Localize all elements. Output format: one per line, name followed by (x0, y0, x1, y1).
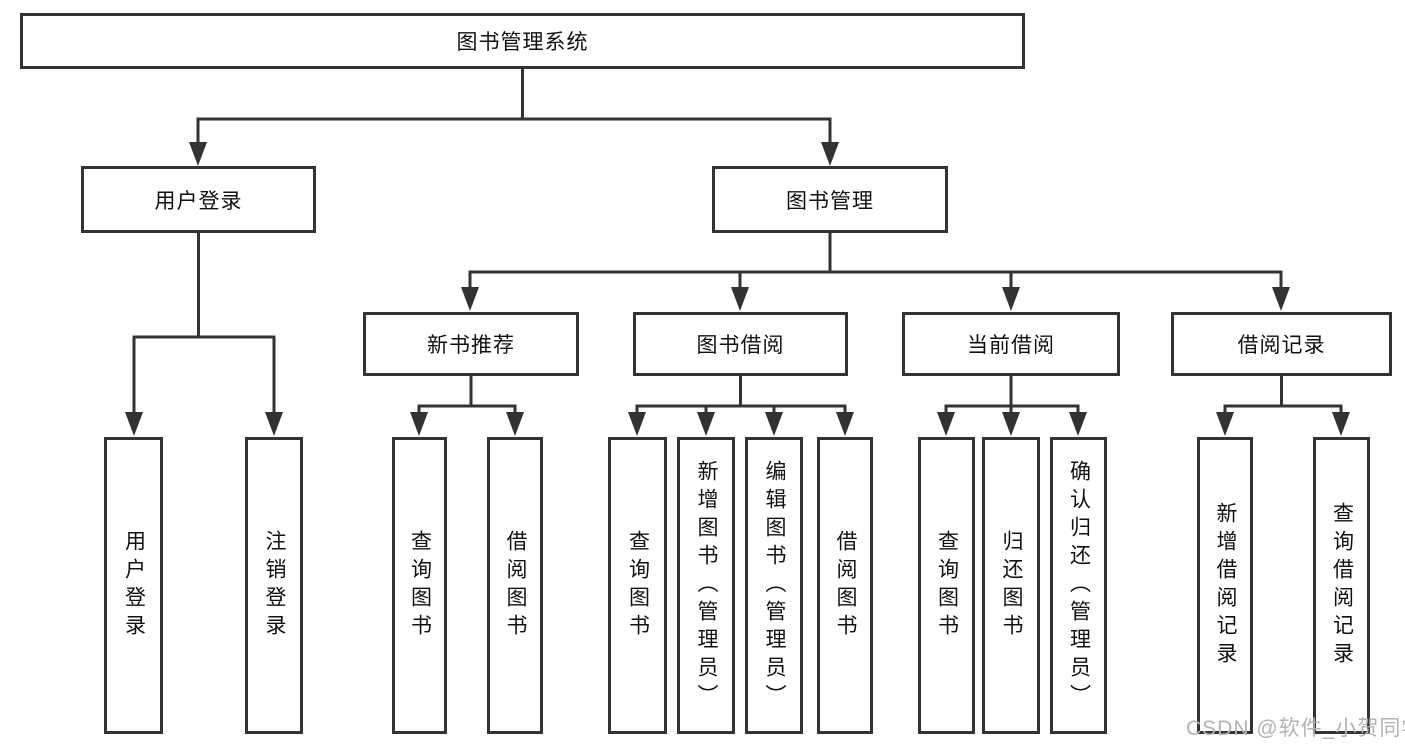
leaf-query-borrow-record: 查询借阅记录 (1313, 437, 1370, 734)
leaf-add-book-admin: 新增图书（管理员） (677, 437, 735, 734)
leaf-return-book: 归还图书 (982, 437, 1040, 734)
leaf-edit-book-admin: 编辑图书（管理员） (745, 437, 803, 734)
leaf-logout: 注销登录 (245, 437, 303, 734)
leaf-borrow-book: 借阅图书 (817, 437, 873, 734)
leaf-borrow-book-recommend: 借阅图书 (487, 437, 543, 734)
leaf-query-book-current: 查询图书 (918, 437, 975, 734)
node-user-login: 用户登录 (81, 166, 316, 233)
leaf-user-login: 用户登录 (104, 437, 163, 734)
node-borrow-records: 借阅记录 (1171, 312, 1392, 376)
arrowheads (125, 142, 1350, 436)
node-new-book-recommend: 新书推荐 (363, 312, 579, 376)
leaf-query-book-borrow: 查询图书 (608, 437, 667, 734)
node-current-borrow: 当前借阅 (902, 312, 1120, 376)
node-book-borrow: 图书借阅 (633, 312, 848, 376)
leaf-query-book-recommend: 查询图书 (392, 437, 447, 734)
node-book-management: 图书管理 (712, 166, 948, 233)
leaf-add-borrow-record: 新增借阅记录 (1197, 437, 1253, 734)
leaf-confirm-return-admin: 确认归还（管理员） (1050, 437, 1107, 734)
node-root-system: 图书管理系统 (20, 13, 1025, 69)
